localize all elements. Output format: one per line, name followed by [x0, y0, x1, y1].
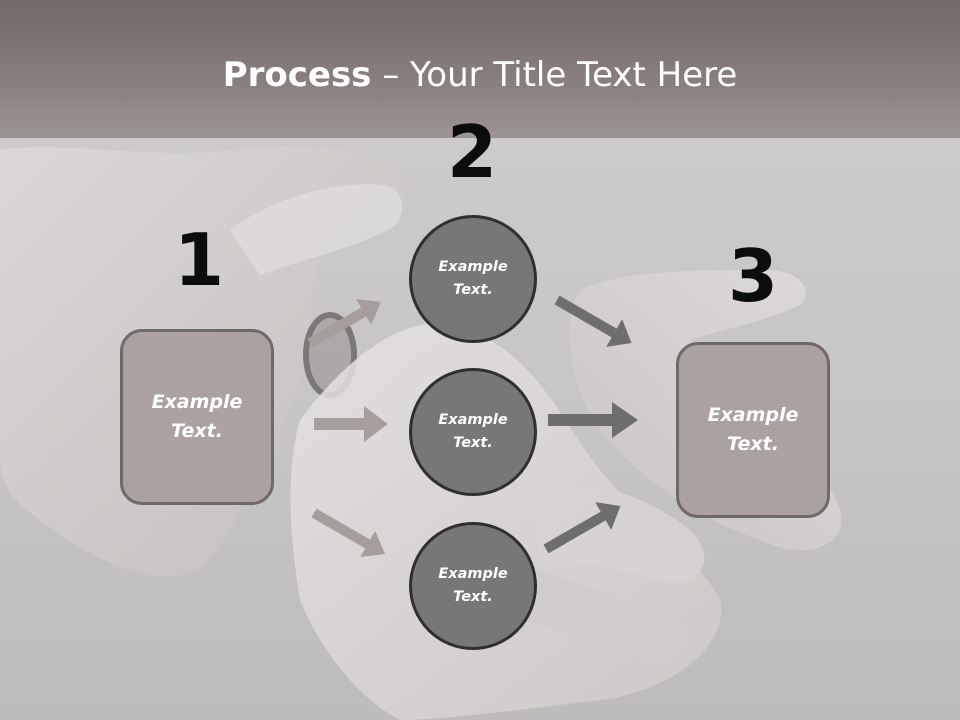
step1-box-label-line2: Text.: [171, 420, 223, 442]
step1-box-label-line1: Example: [151, 391, 243, 413]
arrow-circle3-to-box3: [543, 502, 621, 554]
step3-box-label-line2: Text.: [727, 433, 779, 455]
step2-circle-3-line2: Text.: [453, 589, 493, 605]
title-bold: Process: [222, 55, 372, 95]
step2-circle-3: Example Text.: [409, 522, 537, 650]
step3-box: Example Text.: [676, 342, 830, 518]
arrow-box1-to-circle3: [311, 508, 386, 557]
step-number-3: 3: [727, 234, 779, 318]
step2-circle-1: Example Text.: [409, 215, 537, 343]
step3-box-label-line1: Example: [707, 404, 799, 426]
step-number-2: 2: [446, 110, 498, 194]
arrow-circle2-to-box3: [548, 402, 638, 438]
step2-circle-2-label: Example Text.: [438, 409, 507, 455]
arrow-circle1-to-box3: [554, 295, 632, 347]
step2-circle-2-line1: Example: [438, 412, 508, 428]
step2-circle-2: Example Text.: [409, 368, 537, 496]
step1-box: Example Text.: [120, 329, 274, 505]
step3-box-label: Example Text.: [708, 401, 799, 459]
step2-circle-3-line1: Example: [438, 566, 508, 582]
step2-circle-2-line2: Text.: [453, 435, 493, 451]
step1-box-label: Example Text.: [152, 388, 243, 446]
arrow-box1-to-circle2: [314, 406, 388, 442]
step-number-1: 1: [173, 218, 225, 302]
step2-circle-3-label: Example Text.: [438, 563, 507, 609]
step2-circle-1-label: Example Text.: [438, 256, 507, 302]
title-band: [0, 0, 960, 138]
slide-title: Process – Your Title Text Here: [0, 54, 960, 96]
step2-circle-1-line1: Example: [438, 259, 508, 275]
arrow-box1-to-circle1: [307, 299, 382, 348]
title-rest: – Your Title Text Here: [371, 55, 738, 95]
step2-circle-1-line2: Text.: [453, 282, 493, 298]
